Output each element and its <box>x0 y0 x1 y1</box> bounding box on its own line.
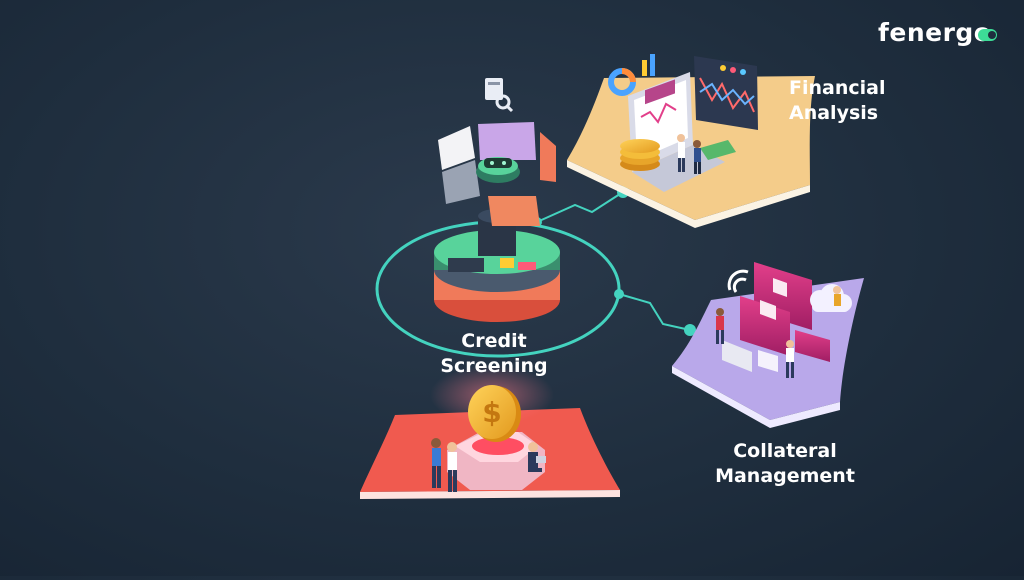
coin-icon: $ <box>468 385 521 442</box>
brand-logo: fenergo <box>878 18 992 47</box>
credit-screening-label: Credit Screening <box>432 329 556 379</box>
collateral-management-label: Collateral Management <box>700 439 870 489</box>
connector-financial <box>536 191 624 223</box>
server-rack-icon <box>448 258 484 272</box>
coin-stack-icon <box>620 139 660 171</box>
connector-node <box>684 324 696 336</box>
financial-analysis-label: Financial Analysis <box>789 76 885 126</box>
chart-board-icon <box>694 56 758 130</box>
credit-screening-machine <box>434 78 560 322</box>
collateral-management-line1: Collateral <box>733 440 837 462</box>
collateral-management-line2: Management <box>715 465 855 487</box>
financial-analysis-line2: Analysis <box>789 102 879 124</box>
logo-toggle-dot <box>988 31 996 39</box>
bar-icon <box>642 60 647 76</box>
people-icon <box>716 286 841 378</box>
collateral-management-panel <box>672 262 864 428</box>
credit-card-search-icon <box>485 78 514 113</box>
financial-analysis-line1: Financial <box>789 77 886 99</box>
robot-icon <box>476 157 520 183</box>
svg-text:$: $ <box>482 396 501 429</box>
connector-collateral <box>618 293 691 331</box>
monitor-bank-icon <box>740 262 830 372</box>
money-icon <box>700 140 736 160</box>
credit-screening-line1: Credit <box>461 330 527 352</box>
financial-analysis-panel <box>567 54 815 228</box>
screening-panels <box>438 122 556 226</box>
credit-screening-line2: Screening <box>440 355 548 377</box>
credit-base-platform: $ <box>360 365 620 499</box>
people-icon <box>431 438 546 492</box>
wifi-icon <box>727 269 749 293</box>
laptop-icon <box>722 340 752 372</box>
people-icon <box>677 134 701 174</box>
